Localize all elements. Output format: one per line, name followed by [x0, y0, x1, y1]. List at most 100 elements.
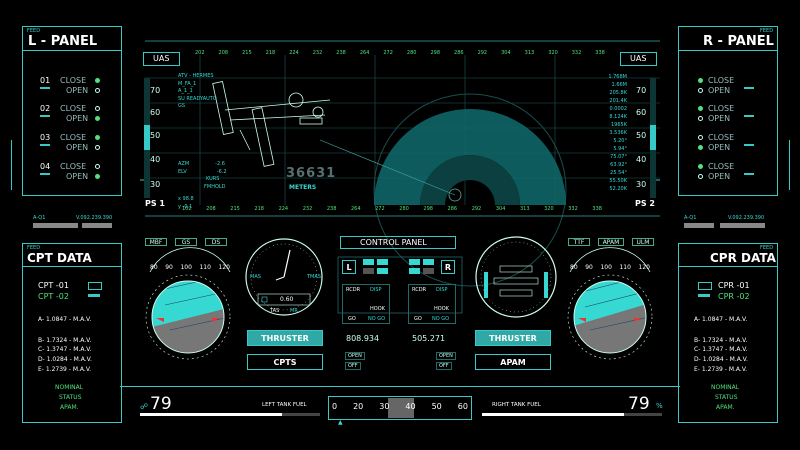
bottom-scale-tick: 218: [254, 206, 264, 212]
r-item-open-led[interactable]: [698, 116, 703, 121]
cpr-02-label: CPR -02: [718, 292, 750, 301]
cpt-02-box[interactable]: [88, 294, 100, 297]
l-item-open-led[interactable]: [95, 145, 100, 150]
r-panel: [678, 26, 778, 196]
bottom-scale-tick: 238: [326, 206, 337, 212]
r-item-close: CLOSE: [708, 162, 735, 171]
chip-gs[interactable]: GS: [175, 238, 197, 246]
cpts-button[interactable]: CPTS: [247, 354, 323, 370]
r-item-close-led[interactable]: [698, 135, 703, 140]
right-key-button[interactable]: R: [441, 260, 455, 274]
chip-ds[interactable]: DS: [205, 238, 227, 246]
cpr-data-panel: [678, 243, 778, 423]
right-disp[interactable]: DISP: [436, 287, 448, 293]
left-off-toggle[interactable]: OFF: [345, 362, 361, 370]
uas-left-box[interactable]: [143, 52, 180, 66]
left-fuel-fill: [140, 413, 283, 416]
cpt-status-3: APAM.: [60, 404, 79, 411]
left-fuel-label: LEFT TANK FUEL: [262, 402, 307, 408]
left-go[interactable]: GO: [348, 316, 356, 322]
bottom-scale: 102 208 215 218 224 232 238 264 272 280 …: [182, 206, 602, 212]
r-item-open-led[interactable]: [698, 145, 703, 150]
attitude-scale-left: 80 90 100 110 120: [150, 264, 230, 271]
telemetry-line: 75.07°: [610, 154, 627, 160]
right-open-toggle[interactable]: OPEN: [436, 352, 456, 360]
chip-ttf[interactable]: TTF: [568, 238, 590, 246]
l-item-close-led[interactable]: [95, 106, 100, 111]
right-hook[interactable]: HOOK: [434, 306, 449, 312]
cpt-title: CPT DATA: [27, 251, 92, 265]
telemetry-line: M_FA_1: [178, 80, 197, 87]
chip-apam[interactable]: APAM: [598, 238, 624, 246]
r-panel-feed: FEED: [760, 28, 774, 34]
thruster-right-button[interactable]: THRUSTER: [475, 330, 551, 346]
attitude-tick: 120: [638, 264, 650, 271]
attitude-tick: 90: [165, 264, 173, 271]
bottom-scale-tick: 332: [568, 206, 578, 212]
r-item-bar: [744, 115, 754, 117]
left-readout: 808.934: [346, 334, 380, 343]
left-rcdr[interactable]: RCDR: [346, 287, 361, 293]
thruster-left-button[interactable]: THRUSTER: [247, 330, 323, 346]
r-item-open-led[interactable]: [698, 174, 703, 179]
cpt-01-box[interactable]: [88, 282, 102, 290]
l-item-open-led[interactable]: [95, 88, 100, 93]
right-fuel-track: [482, 413, 662, 416]
r-panel-gauge: [783, 140, 790, 190]
cpt-status-2: STATUS: [59, 394, 82, 401]
right-go[interactable]: GO: [414, 316, 422, 322]
left-scale-tick: 40: [150, 155, 161, 164]
l-item-open-led[interactable]: [95, 116, 100, 121]
center-right-dial: [475, 236, 557, 318]
fuel-scale-highlight[interactable]: [388, 398, 414, 418]
right-nogo[interactable]: NO GO: [432, 316, 450, 322]
l-item-open-led[interactable]: [95, 174, 100, 179]
cpt-row: C- 1.3747 - M.A.V.: [38, 346, 92, 353]
center-dial: [245, 238, 323, 316]
left-disp[interactable]: DISP: [370, 287, 382, 293]
ps1-label: PS 1: [145, 199, 165, 208]
top-scale-tick: 298: [430, 50, 441, 56]
r-item-bar: [744, 87, 754, 89]
left-scale-tick: 60: [150, 108, 161, 117]
top-scale-tick: 232: [312, 50, 323, 56]
chip-mbf[interactable]: MBF: [145, 238, 167, 246]
r-aq-bar: [684, 223, 714, 228]
l-item-close-led[interactable]: [95, 78, 100, 83]
cpt-row: E- 1.2739 - M.A.V.: [38, 366, 92, 373]
cpr-02-box[interactable]: [698, 294, 710, 297]
r-item-close-led[interactable]: [698, 106, 703, 111]
uas-right-box[interactable]: [620, 52, 657, 66]
top-scale-tick: 292: [477, 50, 488, 56]
top-scale-tick: 208: [218, 50, 229, 56]
telemetry-xy: x 98.8 y -0.1: [178, 196, 194, 211]
left-key-button[interactable]: L: [342, 260, 356, 274]
attitude-tick: 110: [619, 264, 631, 271]
left-open-toggle[interactable]: OPEN: [345, 352, 365, 360]
r-item-close-led[interactable]: [698, 164, 703, 169]
left-nogo[interactable]: NO GO: [368, 316, 386, 322]
telemetry-line: 5.94°: [613, 146, 627, 152]
r-item-open: OPEN: [708, 114, 731, 123]
top-scale-tick: 238: [336, 50, 346, 56]
fuel-strip: [120, 386, 680, 426]
bottom-scale-tick: 313: [519, 206, 530, 212]
right-rcdr[interactable]: RCDR: [412, 287, 427, 293]
left-hook[interactable]: HOOK: [370, 306, 385, 312]
bottom-scale-tick: 292: [471, 206, 482, 212]
right-off-toggle[interactable]: OFF: [436, 362, 452, 370]
dial-tmas: TMAS: [307, 274, 321, 280]
l-item-bar: [40, 115, 50, 117]
r-item-close-led[interactable]: [698, 78, 703, 83]
apam-button[interactable]: APAM: [475, 354, 551, 370]
l-aq-bar-2: [82, 223, 112, 228]
l-item-num: 03: [40, 133, 51, 142]
left-fuel-icon: ☍: [140, 402, 149, 411]
l-item-close-led[interactable]: [95, 164, 100, 169]
chip-ulm[interactable]: ULM: [632, 238, 654, 246]
l-item-close-led[interactable]: [95, 135, 100, 140]
cpr-01-box[interactable]: [698, 282, 712, 290]
telemetry-line: 8.124K: [609, 114, 627, 120]
r-item-open-led[interactable]: [698, 88, 703, 93]
